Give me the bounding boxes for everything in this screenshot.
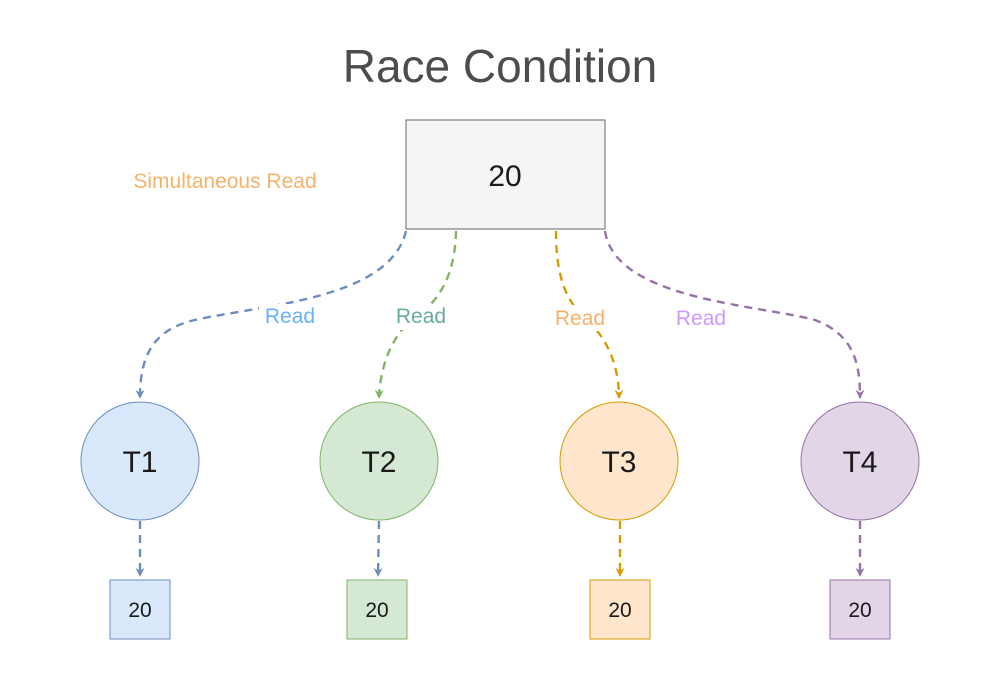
read-label-bg-t4 — [670, 305, 732, 331]
result-rect-t3 — [589, 579, 651, 640]
result-edge-t2 — [373, 520, 383, 577]
read-label-bg-t2 — [390, 304, 452, 330]
result-value-t1: 20 — [128, 599, 151, 622]
result-value-t3: 20 — [608, 599, 631, 622]
thread-node-t2: T2 — [319, 401, 439, 521]
read-edge-t3 — [554, 230, 624, 399]
thread-node-t1: T1 — [80, 401, 200, 521]
shared-variable-value: 20 — [488, 160, 521, 193]
thread-circle-t1 — [80, 401, 200, 521]
thread-circle-t2 — [319, 401, 439, 521]
read-label-bg-t1 — [259, 304, 321, 330]
read-edge-t1 — [135, 230, 408, 399]
thread-label-t1: T1 — [122, 446, 157, 479]
result-rect-t1 — [109, 579, 171, 640]
thread-circle-t4 — [800, 401, 920, 521]
thread-node-t4: T4 — [800, 401, 920, 521]
shared-variable-rect — [405, 119, 606, 230]
diagram-title: Race Condition — [343, 40, 658, 92]
result-box-t1: 20 — [109, 579, 171, 640]
thread-label-t3: T3 — [601, 446, 636, 479]
read-label-bg-t3 — [549, 305, 611, 331]
thread-circle-t3 — [559, 401, 679, 521]
thread-label-t4: T4 — [842, 446, 877, 479]
result-rect-t2 — [346, 579, 408, 640]
result-rect-t4 — [829, 579, 891, 640]
result-box-t3: 20 — [589, 579, 651, 640]
read-label-t4: Read — [676, 307, 726, 330]
result-box-t2: 20 — [346, 579, 408, 640]
read-label-t3: Read — [555, 307, 605, 330]
read-label-t1: Read — [265, 305, 315, 328]
read-label-t2: Read — [396, 305, 446, 328]
thread-label-t2: T2 — [361, 446, 396, 479]
thread-node-t3: T3 — [559, 401, 679, 521]
simultaneous-read-label: Simultaneous Read — [133, 170, 316, 193]
shared-variable-box: 20 — [405, 119, 606, 230]
result-value-t2: 20 — [365, 599, 388, 622]
read-edge-t4 — [603, 230, 865, 399]
result-box-t4: 20 — [829, 579, 891, 640]
result-value-t4: 20 — [848, 599, 871, 622]
